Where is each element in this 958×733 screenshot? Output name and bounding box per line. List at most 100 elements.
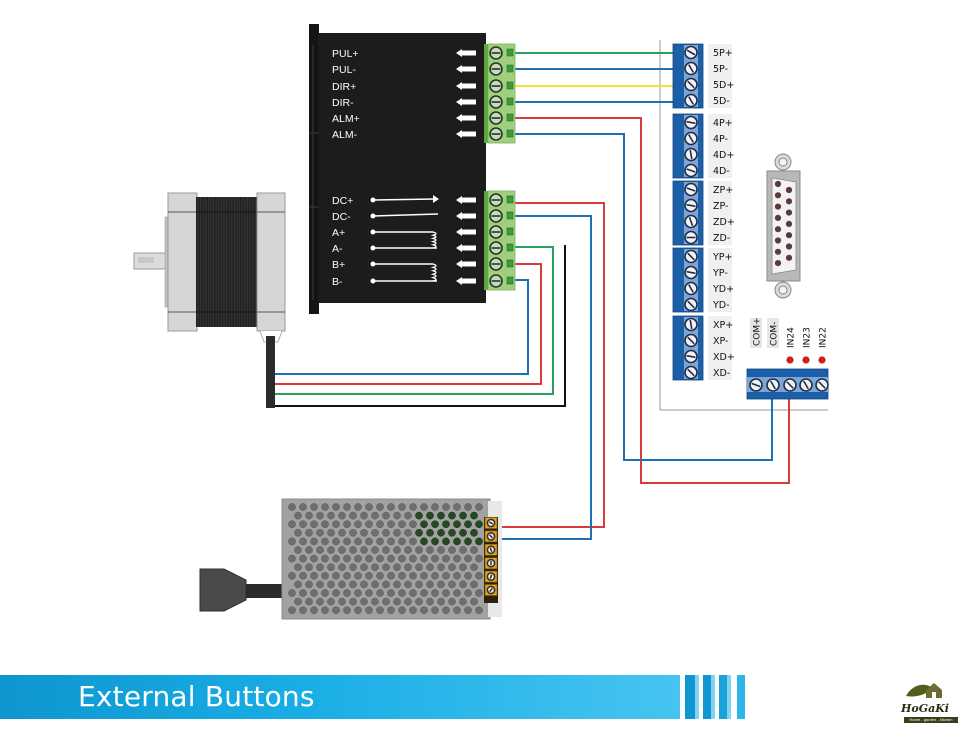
vent-hole [310,520,318,529]
vent-hole [299,589,307,597]
db25-pin [774,192,782,199]
motor-cable [266,336,275,408]
terminal-socket [506,195,514,204]
vent-hole [288,537,296,546]
arrow-left-icon [456,114,476,122]
screw-icon [489,225,503,239]
vent-hole [338,580,346,589]
vent-hole [464,520,472,529]
title-bar [0,675,680,719]
vent-hole [420,589,428,597]
screw-icon [684,77,698,92]
screw-icon [489,257,503,271]
vent-hole [442,537,450,546]
terminal-body [487,43,516,144]
arrow-left-icon [456,98,476,106]
screw-icon [684,115,698,130]
vent-hole [453,554,461,563]
screw-slot [689,319,693,330]
screw-icon [486,518,496,528]
driver-pin-label: DC- [332,211,351,223]
input-pin-label: COM+ [753,317,763,346]
label-background [767,318,779,348]
vent-hole [387,537,395,546]
vent-hole [305,597,313,606]
vent-hole [475,606,483,615]
screw-slot [489,587,493,593]
schematic-arrowhead [433,195,439,203]
driver-coil-schematic [370,195,439,284]
vent-hole [332,503,340,511]
vent-hole [475,537,483,546]
vent-hole [343,503,351,511]
screw-icon [489,79,503,93]
screw-icon [486,558,496,568]
vent-hole [365,520,373,529]
vent-hole [464,537,472,546]
vent-hole [343,571,351,580]
vent-hole [376,571,384,580]
breakout-pin-label: YD+ [712,284,734,295]
vent-hole [393,580,401,589]
breakout-pin-label: XP+ [713,320,733,331]
vent-hole [376,606,384,615]
breakout-pin-label: 4D- [713,166,730,177]
vent-hole [459,528,467,537]
vent-hole [288,503,296,511]
vent-hole [294,528,302,537]
vent-hole [442,571,450,580]
breakout-pin-label: 4D+ [713,150,734,161]
vent-hole [475,554,483,563]
terminal-socket [506,243,514,252]
decor-stripe [719,675,727,719]
vent-hole [409,606,417,615]
vent-hole [387,554,395,563]
vent-hole [448,528,456,537]
vent-hole [442,589,450,597]
breakout-terminal-group: 5P+5P-5D+5D- [672,43,734,109]
vent-hole [321,520,329,529]
driver-power-terminal-block [484,190,516,291]
vent-hole [453,589,461,597]
schematic-coil [430,263,437,282]
vent-hole [404,597,412,606]
vent-hole [354,554,362,563]
vent-hole [470,563,478,572]
wire-alm-plus [512,117,790,484]
screw-icon [684,281,698,296]
vent-hole [376,537,384,546]
wire-motor-blue [274,279,529,375]
wire-alm-minus [512,133,773,461]
decor-stripe [727,675,731,719]
screw-icon [489,274,503,288]
screw-slot [751,382,761,388]
vent-hole [365,571,373,580]
vent-hole [316,546,324,554]
screw-slot [488,521,494,525]
breakout-pin-label: XD- [713,368,730,379]
vent-hole [343,606,351,615]
breakout-pin-label: ZP- [713,201,728,212]
wire-motor-black [274,245,566,407]
vent-hole [453,503,461,511]
db25-pin [774,237,782,244]
wire-dc-minus [498,215,592,540]
vent-hole [437,563,445,572]
vent-hole [464,503,472,511]
stepper-motor [133,192,286,408]
vent-hole [437,528,445,537]
screw-slot [489,574,493,579]
vent-hole [382,528,390,537]
screw-icon [684,317,698,332]
terminal-screw-strip [684,317,698,379]
vent-hole [327,580,335,589]
indicator-led [802,356,810,364]
decor-stripe [737,675,745,719]
screw-icon [684,365,698,380]
vent-hole [475,503,483,511]
vent-hole [437,597,445,606]
vent-hole [409,520,417,529]
vent-hole [409,589,417,597]
vent-hole [387,571,395,580]
screw-slot [786,381,794,389]
